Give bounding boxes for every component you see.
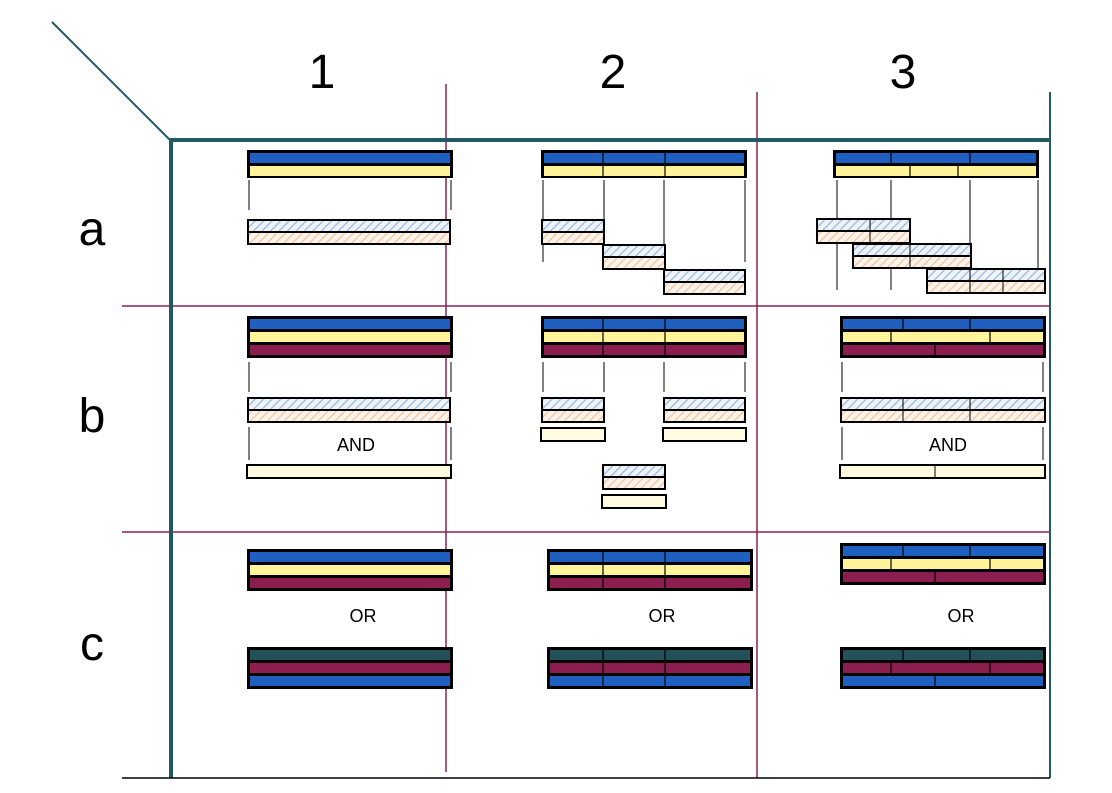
a3-target-part-1-orange-hatch [818,232,909,242]
cell-c2: OR [547,549,753,689]
c1-first-bar-stripe-3 [250,578,450,588]
row-header-a: a [79,203,106,256]
cell-a2 [541,150,747,295]
c2-second-bar-stripe-2 [550,663,750,673]
c1-second-bar-stripe-1 [250,650,450,660]
c1-second-bar-stripe-3 [250,676,450,686]
b1-source-bar-stripe-1 [250,319,450,329]
a3-target-part-3-orange-hatch [928,282,1044,292]
b2-result-part-3 [662,427,747,442]
cell-b3: AND [839,316,1046,479]
b1-target-bar-blue-hatch [249,399,449,409]
a3-target-part-3-blue-hatch [928,270,1044,280]
a3-target-part-2-blue-hatch [854,245,970,255]
b1-result-bar [246,464,452,479]
a2-target-part-3-blue-hatch [665,271,744,281]
b1-target-bar-orange-hatch [249,411,449,421]
a1-source-bar-stripe-1 [250,153,450,163]
column-header-1: 1 [309,46,336,99]
b2-target-part-3-blue-hatch [665,399,744,409]
c3-first-bar-stripe-2 [843,559,1043,569]
b3-and-label: AND [929,435,967,455]
b2-source-bar-stripe-3 [544,345,744,355]
b1-source-bar-stripe-2 [250,332,450,342]
c3-second-bar-stripe-2 [843,663,1043,673]
a3-target-part-2-orange-hatch [854,257,970,267]
b2-target-part-1-orange-hatch [543,411,603,421]
c3-second-bar-stripe-3 [843,676,1043,686]
c3-first-bar-stripe-3 [843,572,1043,582]
b2-result-part-1 [540,427,606,442]
cell-a3 [816,150,1046,294]
c1-first-bar-stripe-2 [250,565,450,575]
cells-layer: AND AND OR OR OR [246,150,1046,689]
b2-target-part-3-orange-hatch [665,411,744,421]
b3-source-bar-stripe-1 [843,319,1043,329]
b3-target-bar-blue-hatch [842,399,1044,409]
c2-first-bar-stripe-1 [550,552,750,562]
a3-source-bar-stripe-1 [836,153,1036,163]
c1-or-label: OR [350,606,377,626]
column-header-3: 3 [890,46,917,99]
b3-target-bar-orange-hatch [842,411,1044,421]
b1-source-bar-stripe-3 [250,345,450,355]
b2-target-part-2-orange-hatch [604,478,664,488]
a3-target-part-1-blue-hatch [818,220,909,230]
b2-target-part-1-blue-hatch [543,399,603,409]
cell-b1: AND [246,316,453,479]
b3-result-bar [839,464,1046,479]
c2-first-bar-stripe-2 [550,565,750,575]
a1-target-bar-orange-hatch [249,233,449,243]
b2-result-part-2 [601,494,667,509]
a1-target-bar-blue-hatch [249,221,449,231]
cell-c1: OR [247,549,453,689]
row-header-c: c [80,618,104,671]
a2-target-part-1-blue-hatch [543,221,603,231]
cell-b2 [540,316,747,509]
a1-source-bar-stripe-2 [250,166,450,176]
b2-target-part-2-blue-hatch [604,466,664,476]
a2-target-part-1-orange-hatch [543,233,603,243]
a2-source-bar-stripe-2 [544,166,744,176]
cell-c3: OR [840,543,1046,689]
a3-source-bar-stripe-2 [836,166,1036,176]
b2-source-bar-stripe-1 [544,319,744,329]
a2-target-part-2-blue-hatch [604,246,664,256]
a2-source-bar-stripe-1 [544,153,744,163]
a2-target-part-3-orange-hatch [665,283,744,293]
c3-second-bar-stripe-1 [843,650,1043,660]
c2-second-bar-stripe-3 [550,676,750,686]
column-header-2: 2 [600,46,627,99]
row-header-b: b [79,390,106,443]
c1-first-bar-stripe-1 [250,552,450,562]
b2-source-bar-stripe-2 [544,332,744,342]
c3-first-bar-stripe-1 [843,546,1043,556]
b1-and-label: AND [337,435,375,455]
a2-target-part-2-orange-hatch [604,258,664,268]
cell-a1 [247,150,453,245]
b3-source-bar-stripe-2 [843,332,1043,342]
corner-diagonal [51,21,171,141]
c3-or-label: OR [948,606,975,626]
c2-or-label: OR [649,606,676,626]
c2-second-bar-stripe-1 [550,650,750,660]
table-frame [122,92,1051,779]
c1-second-bar-stripe-2 [250,663,450,673]
b3-source-bar-stripe-3 [843,345,1043,355]
c2-first-bar-stripe-3 [550,578,750,588]
